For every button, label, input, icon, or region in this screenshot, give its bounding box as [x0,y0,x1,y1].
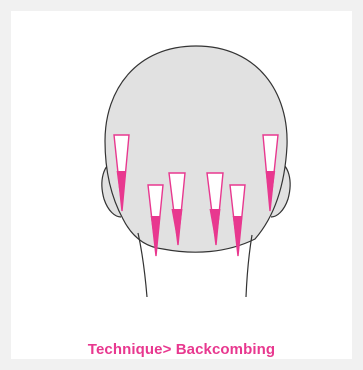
technique-caption: Technique> Backcombing [11,341,352,358]
backcombing-illustration [11,11,352,311]
diagram-card: Technique> Backcombing [11,11,352,359]
neck-right-line [246,235,252,297]
head-shape [105,46,287,252]
